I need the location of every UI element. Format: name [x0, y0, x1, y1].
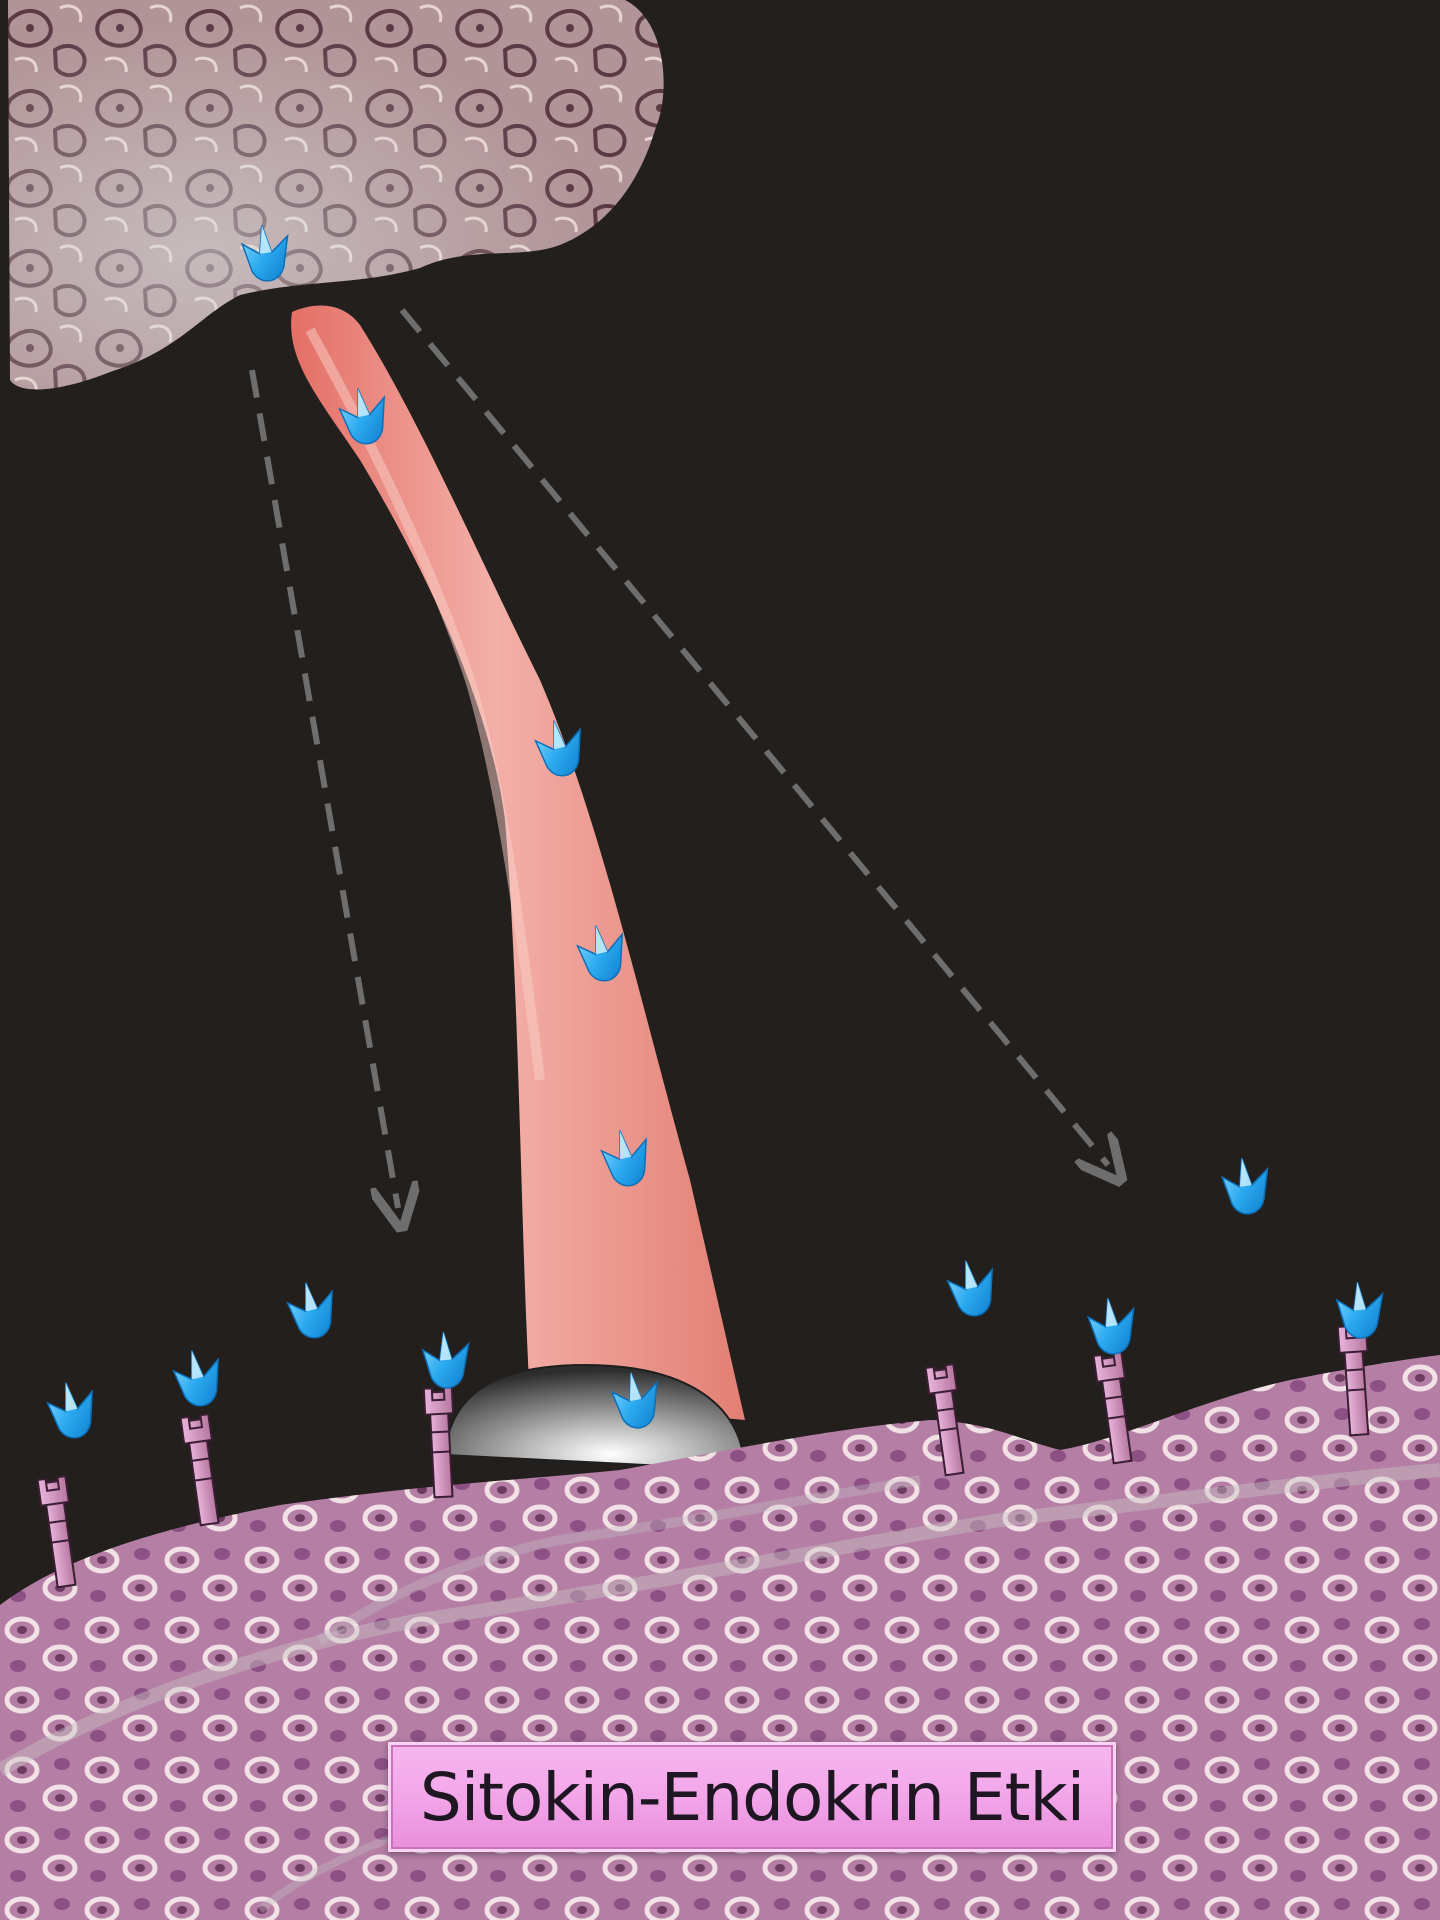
caption-text: Sitokin-Endokrin Etki: [420, 1759, 1084, 1836]
caption-box: Sitokin-Endokrin Etki: [388, 1742, 1116, 1852]
